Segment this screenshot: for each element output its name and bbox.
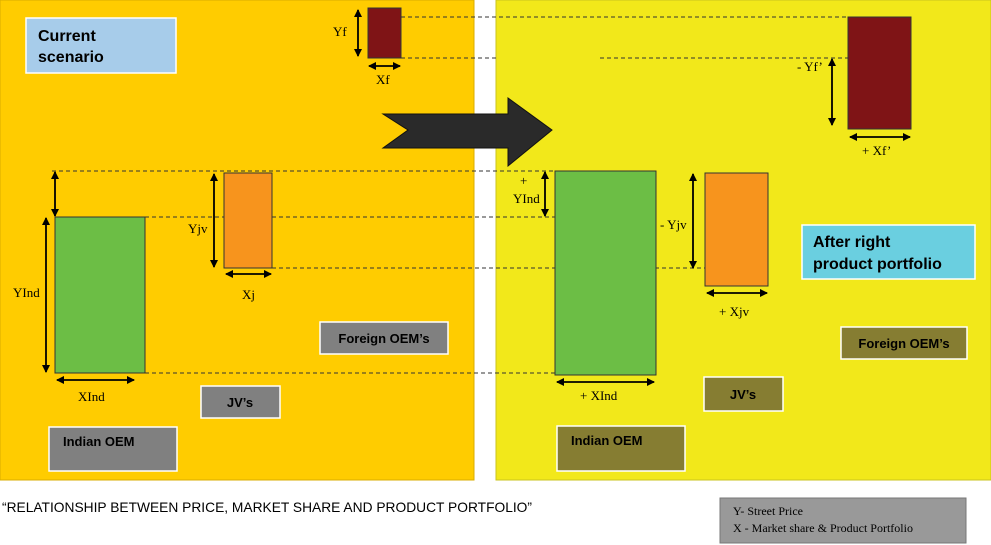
- label-yind: YInd: [13, 285, 40, 300]
- indian-oem-box-left: [48, 426, 178, 472]
- label-xind: XInd: [78, 389, 105, 404]
- label-pos-xjv: + Xjv: [719, 304, 750, 319]
- legend-line1: Y- Street Price: [733, 504, 803, 518]
- jv-box-left: [200, 385, 281, 419]
- legend-box: [719, 497, 967, 544]
- left-foreign-bar: [367, 7, 402, 59]
- after-portfolio-box: [801, 224, 976, 280]
- indian-oem-label-right: Indian OEM: [571, 433, 643, 448]
- after-portfolio-line2: product portfolio: [813, 256, 942, 273]
- caption: “RELATIONSHIP BETWEEN PRICE, MARKET SHAR…: [2, 499, 532, 515]
- label-pos-yind: YInd: [513, 191, 540, 206]
- legend-line2: X - Market share & Product Portfolio: [733, 521, 913, 535]
- current-scenario-box: [25, 17, 177, 74]
- label-pos-xf: + Xf’: [862, 143, 891, 158]
- label-xj: Xj: [242, 287, 255, 302]
- left-indian-bar: [54, 216, 146, 374]
- jv-label-left: JV’s: [227, 395, 253, 410]
- transition-arrow-icon: [381, 97, 553, 168]
- current-scenario-line1: Current: [38, 28, 96, 45]
- foreign-oem-box-right: [840, 326, 968, 360]
- label-yf: Yf: [333, 24, 347, 39]
- label-pos-yind-sign: +: [520, 173, 527, 188]
- label-neg-yf: - Yf’: [797, 59, 823, 74]
- indian-oem-label-left: Indian OEM: [63, 434, 135, 449]
- right-jv-bar: [704, 172, 769, 287]
- foreign-oem-label-right: Foreign OEM’s: [858, 336, 949, 351]
- after-portfolio-line1: After right: [813, 234, 891, 251]
- foreign-oem-box-left: [319, 321, 449, 355]
- foreign-oem-label-left: Foreign OEM’s: [338, 331, 429, 346]
- label-pos-xind: + XInd: [580, 388, 618, 403]
- current-scenario-line2: scenario: [38, 49, 104, 66]
- label-neg-yjv: - Yjv: [660, 217, 687, 232]
- label-xf: Xf: [376, 72, 390, 87]
- right-dimension-arrows: [541, 58, 911, 386]
- right-foreign-bar: [847, 16, 912, 130]
- jv-label-right: JV’s: [730, 387, 756, 402]
- jv-box-right: [703, 376, 784, 412]
- left-dimension-arrows: [42, 9, 401, 384]
- indian-oem-box-right: [556, 425, 686, 472]
- right-indian-bar: [554, 170, 657, 376]
- label-yjv: Yjv: [188, 221, 208, 236]
- left-jv-bar: [223, 172, 273, 269]
